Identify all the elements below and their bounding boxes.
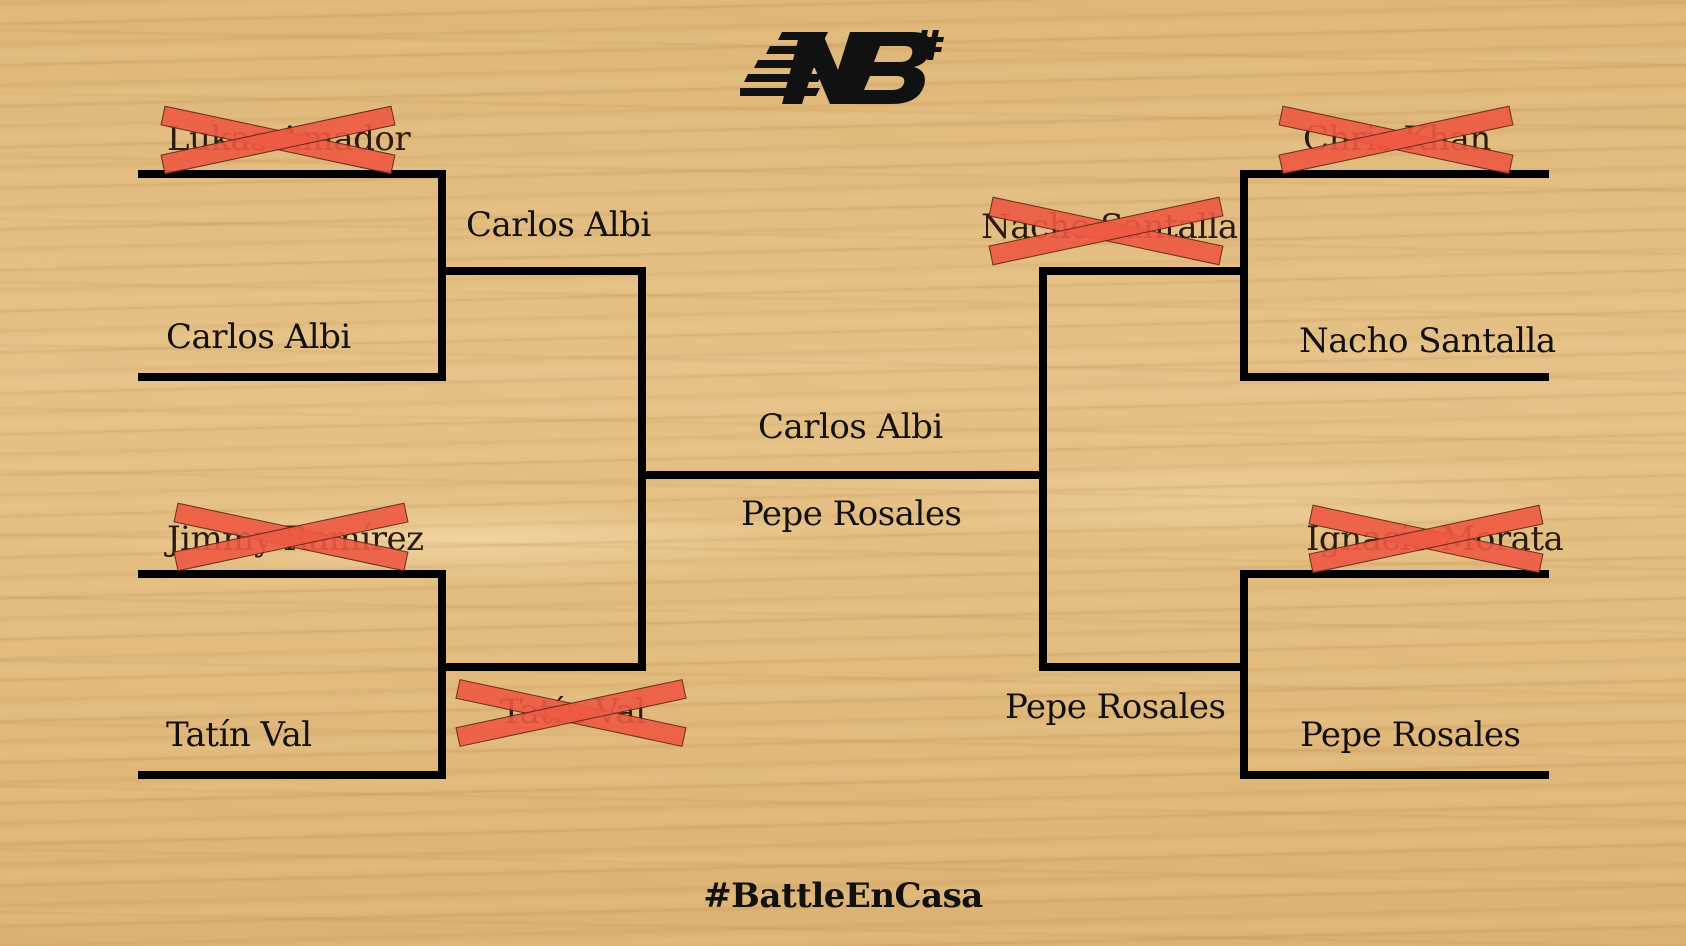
right-r2-top-name: Nacho Santalla <box>981 207 1238 247</box>
final-bottom-name: Pepe Rosales <box>741 494 962 534</box>
brand-logo <box>736 26 945 114</box>
left-r2-bottom-name: Tatín Val <box>500 692 646 732</box>
right-match2-bracket <box>1240 570 1549 779</box>
left-r1-m2-bottom-name: Tatín Val <box>166 715 312 755</box>
right-r2-bottom-name: Pepe Rosales <box>1005 687 1226 727</box>
hashtag-footer: #BattleEnCasa <box>703 876 983 916</box>
right-r1-m2-top-name: Ignacio Morata <box>1306 519 1564 559</box>
left-r1-m1-bottom-name: Carlos Albi <box>166 317 351 357</box>
right-r1-m1-top-name: Chris Khan <box>1303 119 1491 159</box>
left-match2-bracket <box>138 570 446 779</box>
left-r1-m2-top-name: Jimmy Ramírez <box>167 519 424 559</box>
final-top-name: Carlos Albi <box>758 407 943 447</box>
nb-hash-logo-icon <box>736 30 944 104</box>
right-r1-m1-bottom-name: Nacho Santalla <box>1299 321 1556 361</box>
left-r1-m1-top-name: Lukas Amador <box>167 119 411 159</box>
right-r1-m2-bottom-name: Pepe Rosales <box>1300 715 1521 755</box>
left-r2-top-name: Carlos Albi <box>466 205 651 245</box>
